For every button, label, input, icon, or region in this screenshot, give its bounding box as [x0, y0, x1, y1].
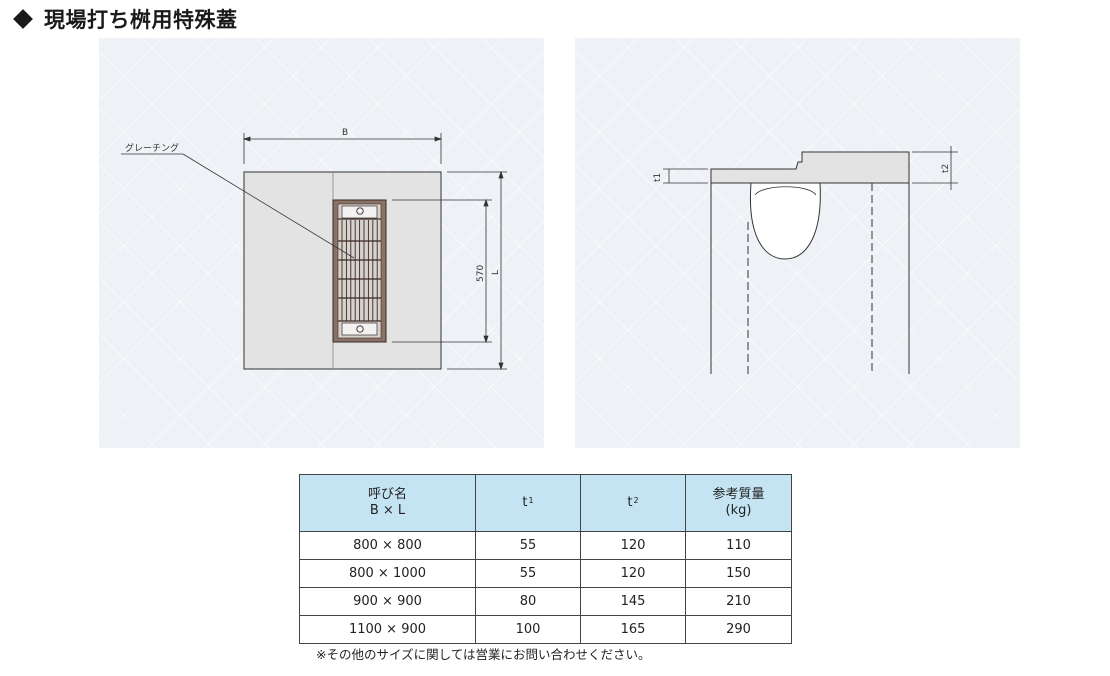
cell-mass: 150	[685, 559, 792, 588]
cell-mass: 290	[685, 615, 792, 644]
cell-size: 800 × 800	[299, 531, 476, 560]
cell-size: 900 × 900	[299, 587, 476, 616]
table-row: 1100 × 900 100 165 290	[299, 615, 792, 644]
cell-t1: 100	[475, 615, 581, 644]
dim-t2-label: t2	[941, 164, 951, 173]
dim-B-label: B	[342, 128, 348, 138]
grating-bolt-bottom-icon	[356, 325, 364, 333]
dim-L-label: L	[491, 270, 501, 275]
cell-t2: 120	[580, 559, 686, 588]
table-row: 800 × 1000 55 120 150	[299, 559, 792, 588]
spec-table: 呼び名 B × L t1 t2 参考質量 (kg) 800 × 800 55 1…	[299, 474, 792, 644]
grating-bolt-top-icon	[356, 207, 364, 215]
dimension-B	[242, 133, 443, 164]
dimension-570	[392, 198, 492, 344]
plan-view-drawing: グレーチング B 570 L	[121, 128, 507, 371]
cell-t1: 55	[475, 531, 581, 560]
header-t1: t1	[475, 474, 581, 532]
grating-cross-bars	[338, 218, 381, 322]
plan-view-panel: グレーチング B 570 L	[99, 38, 544, 448]
header-name: 呼び名 B × L	[299, 474, 476, 532]
table-row: 900 × 900 80 145 210	[299, 587, 792, 616]
grating-leader-line	[182, 153, 355, 259]
cell-t1: 55	[475, 559, 581, 588]
cell-t2: 165	[580, 615, 686, 644]
table-header-row: 呼び名 B × L t1 t2 参考質量 (kg)	[299, 474, 792, 532]
section-view-drawing: t1 t2	[653, 146, 958, 374]
grating-label: グレーチング	[125, 142, 179, 154]
dim-570-label: 570	[476, 265, 486, 282]
cell-t2: 145	[580, 587, 686, 616]
dimension-t1	[663, 168, 708, 184]
cell-mass: 210	[685, 587, 792, 616]
cell-size: 1100 × 900	[299, 615, 476, 644]
dim-t1-label: t1	[653, 173, 663, 182]
grating-opening-bowl	[749, 182, 821, 260]
header-t2: t2	[580, 474, 686, 532]
dimension-L	[447, 170, 507, 371]
cell-size: 800 × 1000	[299, 559, 476, 588]
cell-t1: 80	[475, 587, 581, 616]
grating-bars	[341, 220, 378, 321]
footnote: ※その他のサイズに関しては営業にお問い合わせください。	[316, 647, 651, 662]
page-heading: 現場打ち桝用特殊蓋	[10, 4, 238, 34]
cover-section-profile	[710, 151, 910, 184]
page-title: 現場打ち桝用特殊蓋	[44, 8, 238, 32]
cell-t2: 120	[580, 531, 686, 560]
diamond-bullet-icon	[13, 9, 33, 29]
cell-mass: 110	[685, 531, 792, 560]
grating-lock-bottom	[341, 322, 378, 336]
header-mass: 参考質量 (kg)	[685, 474, 792, 532]
table-row: 800 × 800 55 120 110	[299, 531, 792, 560]
dimension-t2	[912, 146, 958, 190]
section-view-panel: t1 t2	[575, 38, 1020, 448]
grating-lock-top	[341, 205, 378, 219]
